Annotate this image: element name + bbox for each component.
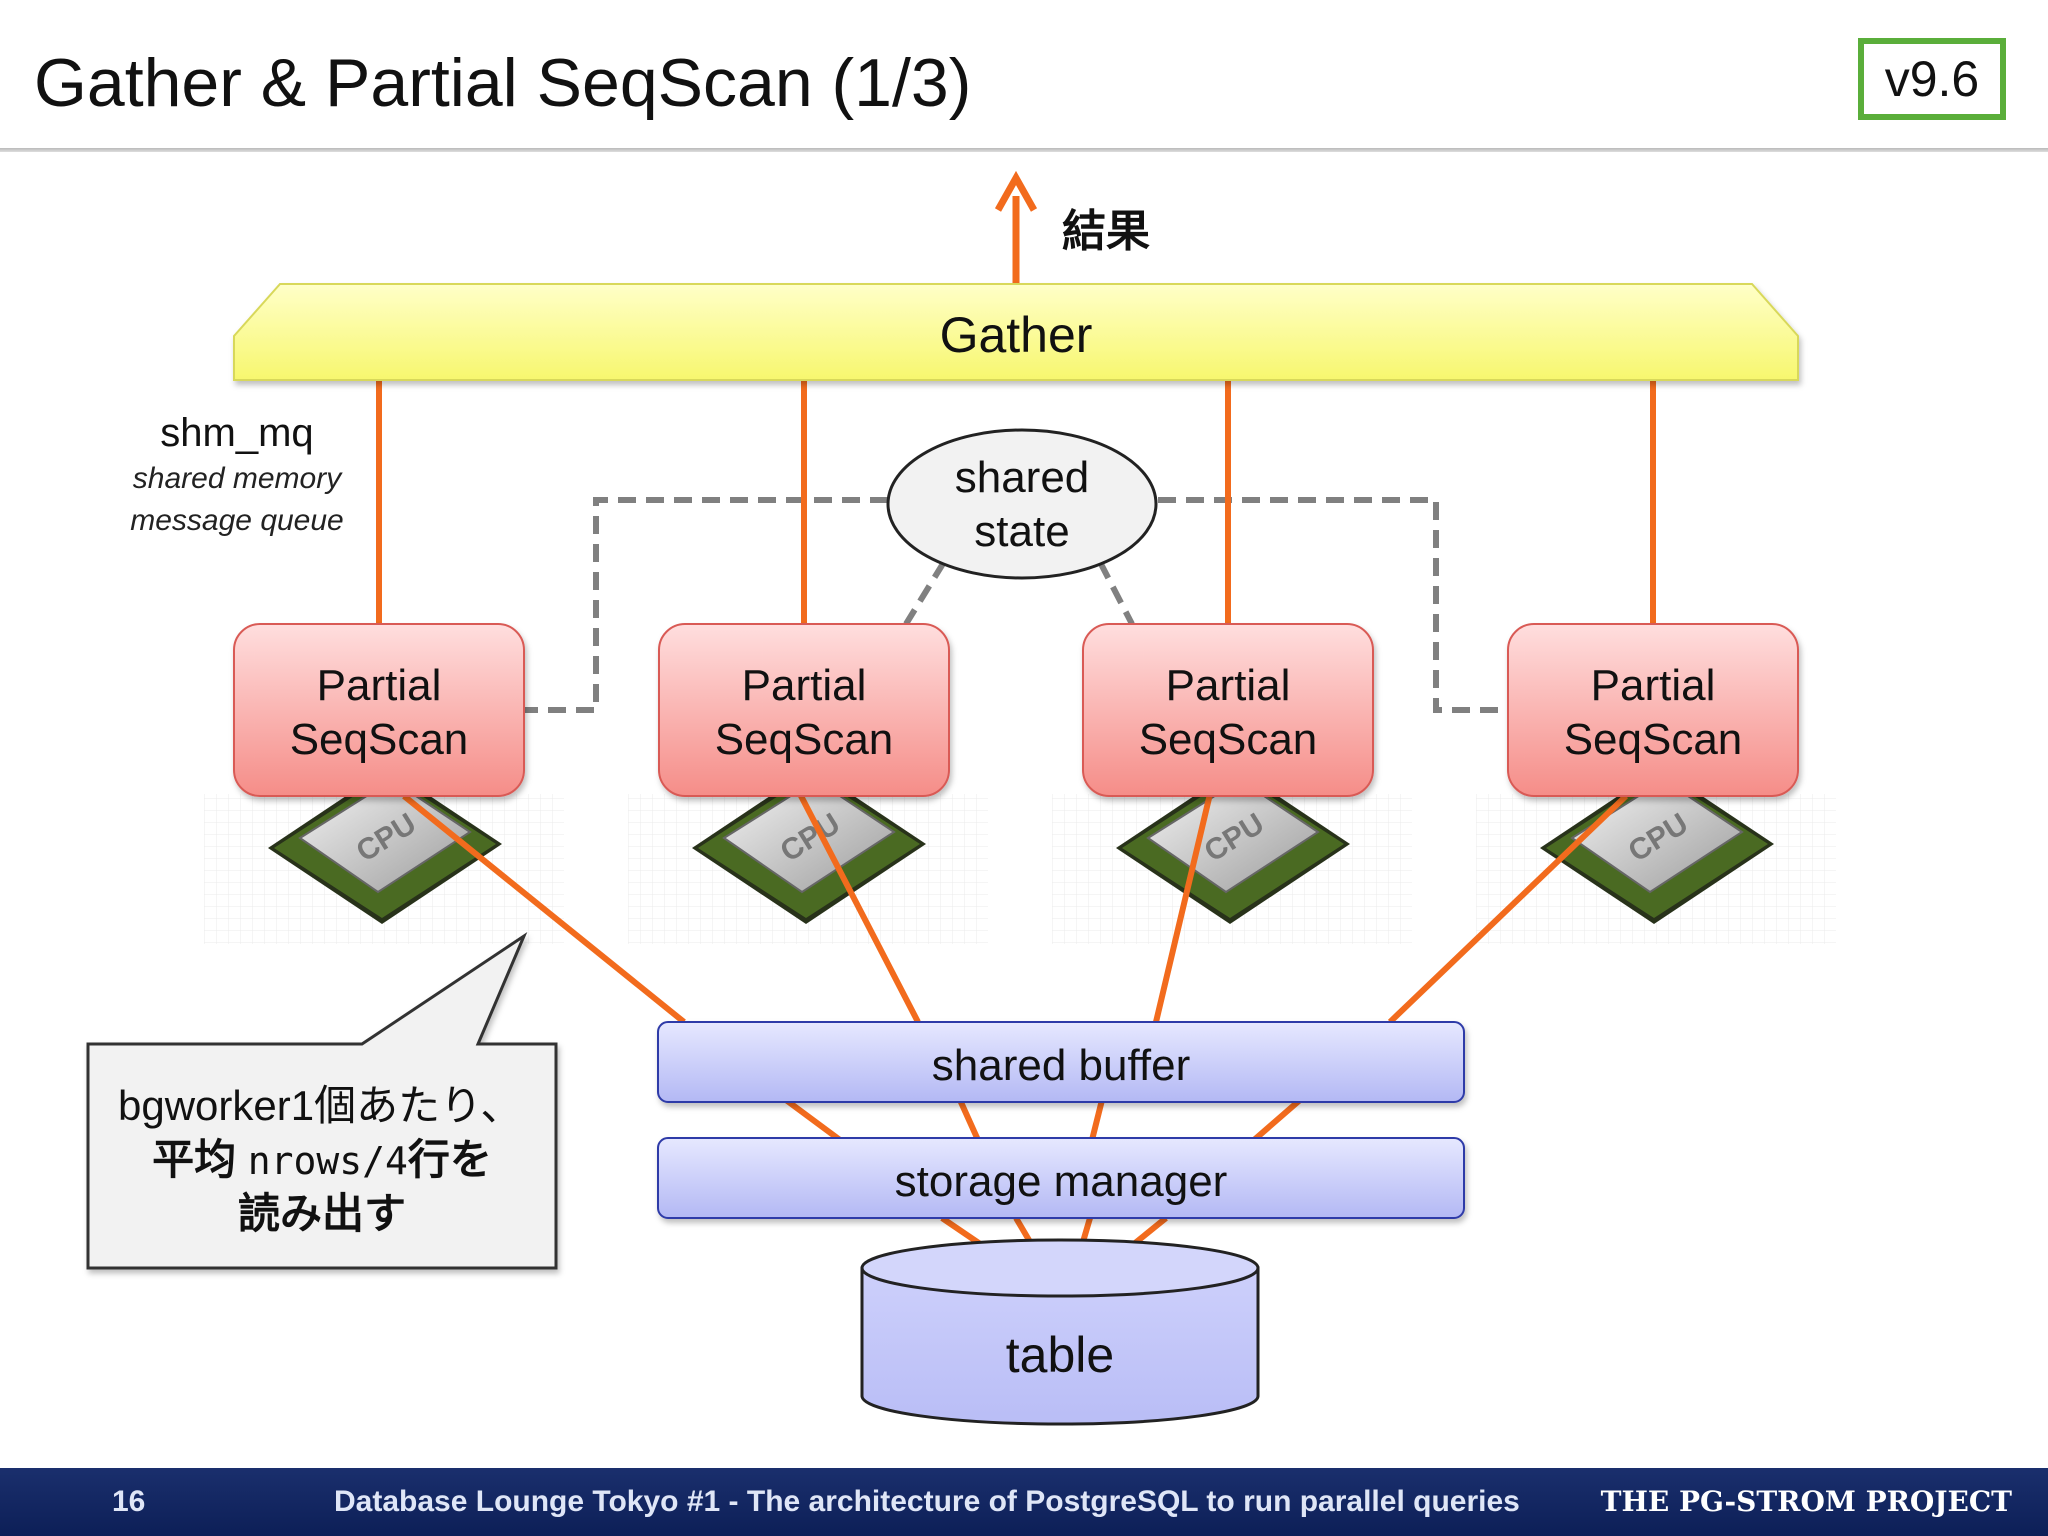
page-number: 16	[112, 1485, 146, 1518]
title-divider	[0, 148, 2048, 152]
shm-mq-caption-line1: shared memory	[133, 462, 343, 495]
shared-state-link-mid-left	[903, 560, 947, 626]
worker-line1: Partial	[742, 661, 867, 710]
worker-nodes: Partial SeqScan Partial SeqScan Partial …	[233, 623, 1799, 797]
result-arrow-head	[994, 170, 1038, 212]
shared-state-line1: shared	[955, 453, 1090, 502]
footer: 16 Database Lounge Tokyo #1 - The archit…	[0, 1468, 2048, 1536]
buffer-storage-link	[957, 1098, 981, 1142]
shm-mq-caption-line2: message queue	[130, 504, 344, 537]
shared-state-link-mid-right	[1097, 560, 1135, 626]
gather-label: Gather	[940, 307, 1093, 363]
cpu-chip: CPU	[204, 768, 564, 944]
worker-line2: SeqScan	[1139, 715, 1318, 764]
storage-manager-node: storage manager	[657, 1137, 1465, 1219]
result-label: 結果	[1062, 207, 1150, 256]
callout-line2-prefix: 平均	[152, 1136, 248, 1183]
shm-mq-links	[376, 380, 1656, 624]
worker-line2: SeqScan	[1564, 715, 1743, 764]
worker-line1: Partial	[1166, 661, 1291, 710]
callout-line2-suffix: 行を	[408, 1136, 492, 1183]
shared-state-links	[524, 497, 1508, 713]
callout-line2: 平均 nrows/4行を	[152, 1136, 492, 1183]
cpu-buffer-link	[797, 792, 921, 1024]
partial-seqscan-node: Partial SeqScan	[658, 623, 950, 797]
cpu-chip: CPU	[1052, 768, 1412, 944]
shared-state-line2: state	[974, 507, 1069, 556]
cpu-buffer-link	[402, 793, 686, 1025]
cpu-chips: CPU CPU CPU CPU	[204, 768, 1836, 944]
storage-manager-label: storage manager	[895, 1157, 1228, 1206]
shared-buffer-label: shared buffer	[932, 1041, 1190, 1090]
cpu-buffer-link	[1387, 793, 1629, 1025]
buffer-storage-link	[784, 1097, 842, 1143]
callout-line2-code: nrows/4	[248, 1139, 408, 1183]
callout-line3: 読み出す	[238, 1190, 406, 1237]
parallel-seqscan-diagram: 結果 Gather shm_mq shared memory message q…	[86, 170, 1836, 1426]
cpu-buffer-link	[1153, 793, 1213, 1023]
partial-seqscan-node: Partial SeqScan	[1082, 623, 1374, 797]
shm-mq-label: shm_mq	[160, 411, 313, 455]
worker-line2: SeqScan	[290, 715, 469, 764]
partial-seqscan-node: Partial SeqScan	[233, 623, 525, 797]
callout-line1: bgworker1個あたり、	[118, 1082, 522, 1129]
buffer-storage-link	[1089, 1099, 1105, 1141]
table-node: table	[860, 1238, 1260, 1426]
cpu-chip: CPU	[1476, 768, 1836, 944]
worker-line2: SeqScan	[715, 715, 894, 764]
worker-line1: Partial	[317, 661, 442, 710]
version-badge: v9.6	[1858, 38, 2006, 120]
page-title: Gather & Partial SeqScan (1/3)	[34, 45, 972, 121]
footer-text: Database Lounge Tokyo #1 - The architect…	[334, 1485, 1520, 1518]
gather-node	[233, 283, 1799, 381]
table-label: table	[1006, 1327, 1114, 1383]
partial-seqscan-node: Partial SeqScan	[1507, 623, 1799, 797]
buffer-storage-link	[1252, 1097, 1302, 1143]
callout-box: bgworker1個あたり、 平均 nrows/4行を 読み出す	[86, 931, 558, 1270]
shared-state-node	[886, 428, 1158, 580]
shared-buffer-node: shared buffer	[657, 1021, 1465, 1103]
shared-state-link-left	[524, 497, 888, 713]
cpu-to-buffer-links	[402, 792, 1629, 1025]
worker-line1: Partial	[1591, 661, 1716, 710]
footer-brand: THE PG-STROM PROJECT	[1600, 1485, 2012, 1518]
cpu-chip: CPU	[628, 768, 988, 944]
